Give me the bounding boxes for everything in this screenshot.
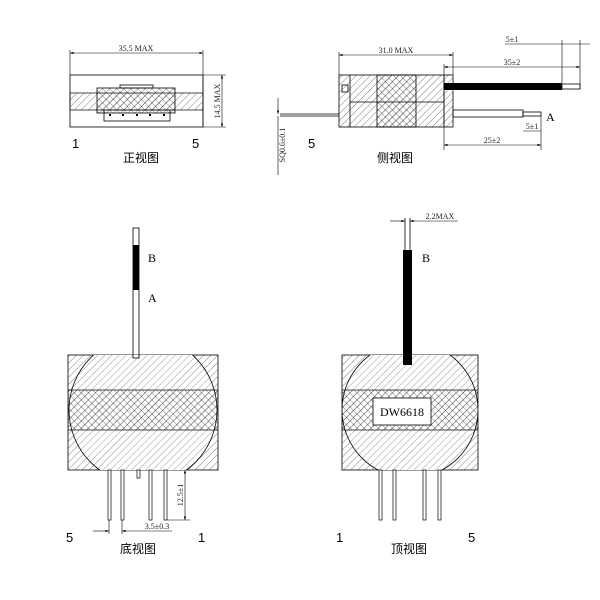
bottom-pin-right: 1 bbox=[198, 530, 205, 545]
bottom-pin-pitch-dim: 3.5±0.3 bbox=[145, 522, 169, 531]
side-wire-b-dim: 35±2 bbox=[504, 58, 520, 67]
front-pin-left: 1 bbox=[72, 136, 79, 151]
bottom-pin-length-dim: 12.5±1 bbox=[176, 484, 185, 506]
top-pin-left: 1 bbox=[336, 530, 343, 545]
top-view: DW6618 2.2MAX B 1 5 顶视图 bbox=[336, 212, 479, 556]
side-strip-a-dim: 5±1 bbox=[526, 122, 538, 131]
side-view: A 31.0 MAX 35±2 5±1 25±2 5±1 SQ0.6±0.1 5… bbox=[276, 35, 590, 175]
bottom-view: B A 12.5±1 3.5±0.3 5 1 底视图 bbox=[66, 227, 219, 556]
top-wire-dim: 2.2MAX bbox=[426, 212, 455, 221]
side-strip-b-dim: 5±1 bbox=[506, 35, 518, 44]
top-view-caption: 顶视图 bbox=[391, 541, 427, 556]
wire-a bbox=[452, 109, 524, 118]
front-view-caption: 正视图 bbox=[123, 150, 159, 165]
side-length-dim: 31.0 MAX bbox=[379, 46, 414, 55]
side-wire-a-label: A bbox=[546, 110, 555, 124]
front-width-dim: 35.5 MAX bbox=[119, 44, 154, 53]
side-view-caption: 侧视图 bbox=[377, 150, 413, 165]
side-wire-a-dim: 25±2 bbox=[484, 136, 500, 145]
bottom-wire-b-label: B bbox=[148, 251, 156, 265]
top-wire bbox=[403, 250, 412, 365]
bottom-view-caption: 底视图 bbox=[120, 541, 156, 556]
front-height-dim: 14.5 MAX bbox=[213, 83, 222, 118]
bottom-wire-a-label: A bbox=[148, 291, 157, 305]
wire-b bbox=[444, 83, 562, 90]
front-view: 35.5 MAX 14.5 MAX 1 5 正视图 bbox=[69, 44, 226, 165]
side-pin-dim: SQ0.6±0.1 bbox=[278, 128, 287, 163]
top-pin-right: 5 bbox=[468, 530, 475, 545]
side-pin-label: 5 bbox=[308, 136, 315, 151]
bottom-pin-left: 5 bbox=[66, 530, 73, 545]
part-number: DW6618 bbox=[380, 405, 424, 419]
front-pin-right: 5 bbox=[192, 136, 199, 151]
top-wire-label: B bbox=[422, 251, 430, 265]
